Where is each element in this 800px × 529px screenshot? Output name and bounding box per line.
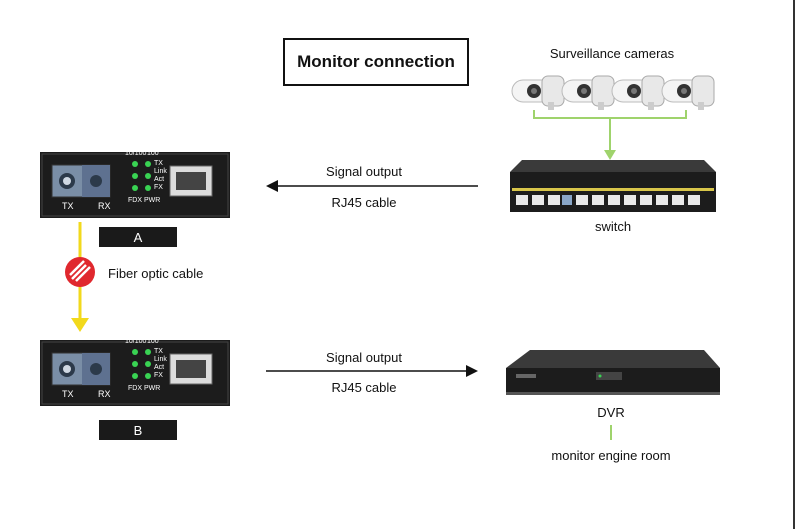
bottom-label: FDX bbox=[128, 385, 142, 392]
bottom-label: PWR bbox=[144, 385, 161, 392]
speed-label: 10/100 bbox=[125, 338, 147, 345]
speed-label: 100 bbox=[147, 150, 159, 157]
switch-device bbox=[510, 160, 716, 212]
arrow-down-icon bbox=[71, 318, 89, 332]
led-label: Act bbox=[154, 364, 165, 371]
arrow-down-icon bbox=[604, 150, 616, 160]
converter-b-label: B bbox=[99, 420, 177, 440]
camera-icon bbox=[511, 75, 565, 110]
arrow-right-icon bbox=[466, 365, 478, 377]
top-cable-label: RJ45 cable bbox=[331, 195, 397, 210]
led-label: FX bbox=[154, 184, 163, 191]
port-label: TX bbox=[62, 389, 74, 399]
speed-label: 100 bbox=[147, 338, 159, 345]
led-label: Link bbox=[154, 168, 167, 175]
bottom-label: FDX bbox=[128, 197, 142, 204]
led-label: FX bbox=[154, 372, 163, 379]
surveillance-cameras bbox=[511, 75, 715, 110]
camera-icon bbox=[561, 75, 615, 110]
dvr-label: DVR bbox=[597, 405, 625, 420]
bottom-label: PWR bbox=[144, 197, 161, 204]
room-label: monitor engine room bbox=[551, 448, 671, 463]
led-label: Act bbox=[154, 176, 165, 183]
fiber-label: Fiber optic cable bbox=[108, 266, 204, 281]
top-link-arrow bbox=[266, 180, 478, 192]
led-label: TX bbox=[154, 348, 163, 355]
camera-connection-line bbox=[533, 110, 687, 150]
camera-icon bbox=[611, 75, 665, 110]
led-label: TX bbox=[154, 160, 163, 167]
camera-icon bbox=[661, 75, 715, 110]
bottom-cable-label: RJ45 cable bbox=[331, 380, 397, 395]
diagram-title: Monitor connection bbox=[283, 38, 469, 86]
switch-label: switch bbox=[594, 219, 632, 234]
top-signal-label: Signal output bbox=[326, 164, 402, 179]
converter-a-device bbox=[40, 152, 230, 218]
converter-b-device bbox=[40, 340, 230, 406]
cameras-label: Surveillance cameras bbox=[549, 46, 675, 61]
port-label: TX bbox=[62, 201, 74, 211]
speed-label: 10/100 bbox=[125, 150, 147, 157]
converter-a-label: A bbox=[99, 227, 177, 247]
port-label: RX bbox=[98, 389, 111, 399]
arrow-left-icon bbox=[266, 180, 278, 192]
bottom-signal-label: Signal output bbox=[326, 350, 402, 365]
dvr-device bbox=[506, 350, 720, 395]
port-label: RX bbox=[98, 201, 111, 211]
led-label: Link bbox=[154, 356, 167, 363]
bottom-link-arrow bbox=[266, 365, 478, 377]
fiber-cable bbox=[65, 222, 95, 332]
page-border bbox=[793, 0, 795, 529]
